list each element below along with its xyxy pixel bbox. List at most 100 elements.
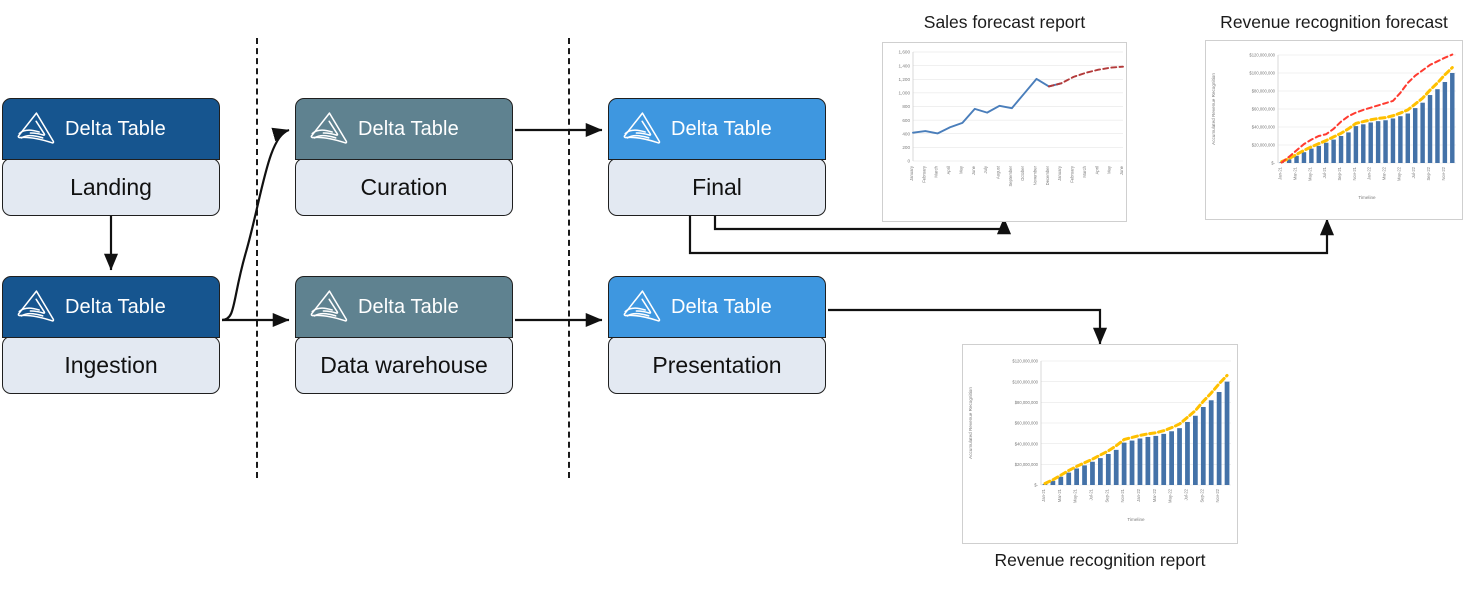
svg-text:April: April bbox=[1094, 166, 1099, 174]
svg-text:Timeline: Timeline bbox=[1127, 517, 1145, 522]
svg-text:0: 0 bbox=[907, 159, 910, 164]
svg-text:$60,000,000: $60,000,000 bbox=[1015, 421, 1039, 426]
node-curation-header: Delta Table bbox=[295, 98, 513, 160]
svg-text:$120,000,000: $120,000,000 bbox=[1012, 359, 1038, 364]
svg-text:Jan-22: Jan-22 bbox=[1136, 488, 1141, 501]
svg-text:$20,000,000: $20,000,000 bbox=[1015, 462, 1039, 467]
svg-text:$100,000,000: $100,000,000 bbox=[1249, 71, 1275, 76]
svg-text:May-21: May-21 bbox=[1307, 166, 1312, 181]
node-landing-header: Delta Table bbox=[2, 98, 220, 160]
svg-text:200: 200 bbox=[902, 145, 910, 150]
svg-text:1,000: 1,000 bbox=[899, 91, 911, 96]
delta-lake-logo bbox=[310, 290, 348, 322]
chart-revenue-recognition-forecast[interactable]: Revenue recognition forecast $- $20,000,0… bbox=[1205, 12, 1463, 220]
svg-text:February: February bbox=[921, 165, 926, 183]
node-presentation-header: Delta Table bbox=[608, 276, 826, 338]
svg-text:Jul-22: Jul-22 bbox=[1183, 488, 1188, 500]
zone-divider-left bbox=[256, 38, 258, 478]
svg-text:May-22: May-22 bbox=[1396, 166, 1401, 181]
svg-text:Jul-21: Jul-21 bbox=[1322, 166, 1327, 178]
svg-text:March: March bbox=[934, 165, 939, 177]
node-presentation[interactable]: Delta Table Presentation bbox=[608, 276, 826, 395]
svg-text:May-21: May-21 bbox=[1073, 488, 1078, 503]
connector-presentation-to-revenue-report bbox=[828, 308, 1108, 345]
svg-text:Accumulated Revenue Recognitio: Accumulated Revenue Recognition bbox=[1211, 73, 1216, 145]
chart-revenue-forecast-caption: Revenue recognition forecast bbox=[1220, 12, 1448, 32]
svg-text:$120,000,000: $120,000,000 bbox=[1249, 53, 1275, 58]
svg-text:Nov-22: Nov-22 bbox=[1441, 166, 1446, 180]
node-ingestion-label: Ingestion bbox=[64, 351, 158, 378]
svg-text:$-: $- bbox=[1034, 483, 1038, 488]
svg-text:November: November bbox=[1033, 165, 1038, 185]
delta-lake-logo bbox=[310, 112, 348, 144]
delta-lake-logo bbox=[623, 290, 661, 322]
node-data-warehouse[interactable]: Delta Table Data warehouse bbox=[295, 276, 513, 395]
svg-text:Mar-21: Mar-21 bbox=[1057, 488, 1062, 502]
svg-text:800: 800 bbox=[902, 104, 910, 109]
svg-text:May: May bbox=[958, 165, 963, 174]
node-ingestion[interactable]: Delta Table Ingestion bbox=[2, 276, 220, 395]
node-header-label: Delta Table bbox=[65, 295, 166, 318]
node-landing-label: Landing bbox=[70, 173, 152, 200]
node-header-label: Delta Table bbox=[358, 117, 459, 140]
node-curation-label: Curation bbox=[360, 173, 448, 200]
svg-text:$-: $- bbox=[1271, 161, 1275, 166]
svg-text:$40,000,000: $40,000,000 bbox=[1015, 441, 1039, 446]
node-ingestion-body: Ingestion bbox=[2, 336, 220, 395]
svg-text:January: January bbox=[1057, 165, 1062, 181]
node-data-warehouse-label: Data warehouse bbox=[320, 351, 488, 378]
svg-text:Sep-22: Sep-22 bbox=[1426, 166, 1431, 180]
svg-text:April: April bbox=[946, 166, 951, 174]
svg-text:January: January bbox=[909, 165, 914, 181]
svg-text:$60,000,000: $60,000,000 bbox=[1252, 107, 1276, 112]
node-data-warehouse-body: Data warehouse bbox=[295, 336, 513, 395]
svg-text:$40,000,000: $40,000,000 bbox=[1252, 125, 1276, 130]
node-curation[interactable]: Delta Table Curation bbox=[295, 98, 513, 217]
svg-text:$20,000,000: $20,000,000 bbox=[1252, 143, 1276, 148]
svg-text:$80,000,000: $80,000,000 bbox=[1015, 400, 1039, 405]
node-final-header: Delta Table bbox=[608, 98, 826, 160]
svg-text:400: 400 bbox=[902, 131, 910, 136]
node-curation-body: Curation bbox=[295, 158, 513, 217]
node-final[interactable]: Delta Table Final bbox=[608, 98, 826, 217]
svg-text:September: September bbox=[1008, 165, 1013, 186]
node-ingestion-header: Delta Table bbox=[2, 276, 220, 338]
svg-text:Accumulated Revenue Recognitio: Accumulated Revenue Recognition bbox=[968, 387, 973, 459]
svg-text:1,400: 1,400 bbox=[899, 63, 911, 68]
chart-revenue-forecast-frame: $- $20,000,000 $40,000,000 $60,000,000 $80,0… bbox=[1205, 40, 1463, 220]
node-presentation-body: Presentation bbox=[608, 336, 826, 395]
delta-lake-logo bbox=[17, 290, 55, 322]
chart-revenue-recognition-report[interactable]: $- $20,000,000 $40,000,000 $60,000,000 $80,0… bbox=[962, 344, 1238, 576]
svg-text:Sep-22: Sep-22 bbox=[1199, 488, 1204, 502]
svg-text:Jan-22: Jan-22 bbox=[1367, 166, 1372, 179]
node-data-warehouse-header: Delta Table bbox=[295, 276, 513, 338]
svg-text:600: 600 bbox=[902, 118, 910, 123]
svg-text:May: May bbox=[1107, 165, 1112, 174]
chart-revenue-report-caption: Revenue recognition report bbox=[994, 550, 1206, 570]
node-landing[interactable]: Delta Table Landing bbox=[2, 98, 220, 217]
node-header-label: Delta Table bbox=[671, 295, 772, 318]
svg-text:July: July bbox=[983, 165, 988, 173]
svg-text:March: March bbox=[1082, 165, 1087, 177]
svg-text:$100,000,000: $100,000,000 bbox=[1012, 379, 1038, 384]
svg-text:Jan-21: Jan-21 bbox=[1041, 488, 1046, 501]
svg-text:1,600: 1,600 bbox=[899, 50, 911, 55]
node-header-label: Delta Table bbox=[671, 117, 772, 140]
svg-text:1,200: 1,200 bbox=[899, 77, 911, 82]
node-final-label: Final bbox=[692, 173, 742, 200]
svg-text:Jan-21: Jan-21 bbox=[1278, 166, 1283, 179]
svg-text:Jul-21: Jul-21 bbox=[1088, 488, 1093, 500]
svg-text:June: June bbox=[1119, 165, 1124, 175]
svg-text:October: October bbox=[1020, 165, 1025, 181]
svg-text:$80,000,000: $80,000,000 bbox=[1252, 89, 1276, 94]
svg-text:Sep-21: Sep-21 bbox=[1337, 166, 1342, 180]
chart-revenue-report-frame: $- $20,000,000 $40,000,000 $60,000,000 $80,0… bbox=[962, 344, 1238, 544]
svg-text:December: December bbox=[1045, 165, 1050, 185]
svg-text:Nov-21: Nov-21 bbox=[1120, 488, 1125, 502]
svg-text:June: June bbox=[971, 165, 976, 175]
svg-text:Nov-22: Nov-22 bbox=[1215, 488, 1220, 502]
svg-text:Sep-21: Sep-21 bbox=[1104, 488, 1109, 502]
